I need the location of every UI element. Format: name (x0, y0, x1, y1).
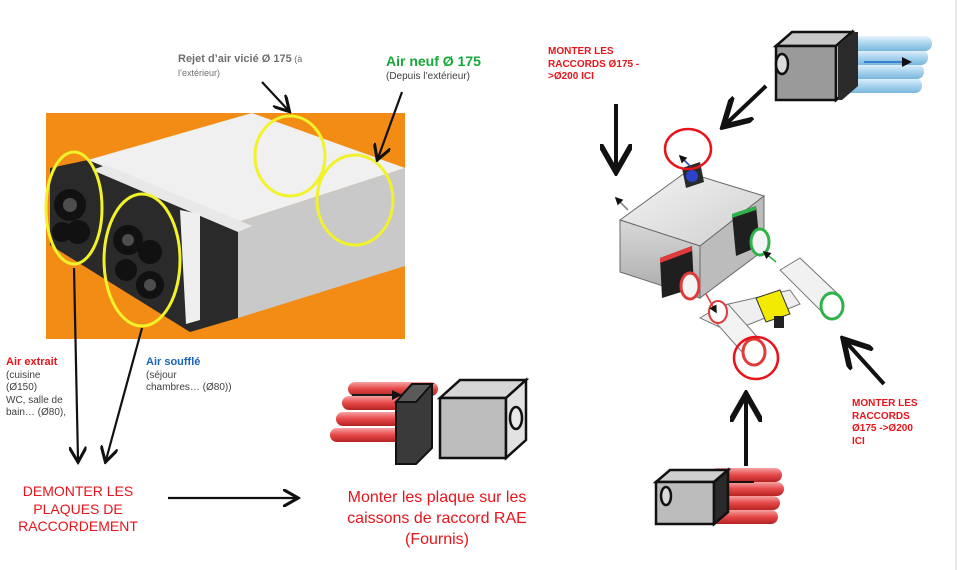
highlight-circle-air-extrait (44, 150, 104, 266)
arrow-monter-right (846, 342, 886, 386)
label-rejet-sub-b: l’extérieur) (178, 67, 221, 78)
arrow-air-souffle (106, 327, 144, 460)
arrows-right (616, 84, 886, 466)
label-monter-right-line-2: Ø175 ->Ø200 (852, 423, 913, 434)
duct-adapter-box-icon (330, 377, 530, 465)
label-rejet-title: Rejet d’air vicié Ø 175 (178, 53, 292, 65)
label-monter-top-line-2: >Ø200 ICI (548, 71, 594, 82)
label-monter-top-line-0: MONTER LES (548, 46, 614, 57)
label-demonter-line-0: DEMONTER LES (22, 483, 134, 499)
label-air-extrait-line-2: WC, salle de (6, 394, 63, 406)
arrow-rejet (261, 81, 288, 110)
ventilation-assembly-3d-icon (614, 154, 845, 367)
highlight-circle-air-souffle (102, 192, 182, 328)
label-monter-plaque: Monter les plaque sur les caissons de ra… (322, 488, 552, 550)
label-demonter-line-1: PLAQUES DE (33, 500, 123, 517)
arrow-air-neuf (378, 91, 404, 158)
duct-adapter-box-blue-icon (772, 29, 932, 103)
highlight-circle-rejet (253, 114, 327, 198)
arrows-left (74, 81, 404, 498)
label-demonter-line-2: RACCORDEMENT (18, 518, 138, 534)
label-air-extrait-line-1: (Ø150) (6, 382, 38, 394)
label-monter-right-line-1: RACCORDS (852, 410, 910, 422)
label-rejet-sub-a: (à (291, 54, 303, 64)
label-demonter: DEMONTER LES PLAQUES DE RACCORDEMENT (8, 483, 148, 536)
label-air-extrait-line-0: (cuisine (6, 369, 41, 381)
label-air-souffle-title: Air soufflé (146, 356, 201, 368)
arrow-air-extrait (74, 267, 78, 460)
highlight-circles-yellow (44, 114, 395, 328)
label-monter-plaque-line-0: Monter les plaque sur les (347, 489, 527, 506)
label-air-extrait: Air extrait (cuisine (Ø150) WC, salle de… (6, 356, 76, 420)
highlight-circles-red (663, 127, 780, 381)
label-monter-right-line-0: MONTER LES (852, 398, 918, 409)
label-air-souffle-line-1: chambres… (Ø80)) (146, 382, 232, 394)
label-monter-top: MONTER LES RACCORDS Ø175 - >Ø200 ICI (548, 46, 658, 84)
label-monter-right-line-3: ICI (852, 435, 865, 447)
label-air-neuf: Air neuf Ø 175 (Depuis l’extérieur) (386, 53, 536, 83)
label-air-neuf-sub: (Depuis l’extérieur) (386, 70, 470, 82)
label-air-souffle-line-0: (séjour (146, 369, 177, 381)
highlight-circle-bottom-raccord (732, 335, 780, 381)
label-monter-right: MONTER LES RACCORDS Ø175 ->Ø200 ICI (852, 398, 942, 448)
label-rejet: Rejet d’air vicié Ø 175 (à l’extérieur) (178, 53, 338, 81)
label-air-neuf-title: Air neuf Ø 175 (386, 53, 481, 69)
label-air-extrait-line-3: bain… (Ø80), (6, 407, 67, 419)
highlight-circle-air-neuf (315, 153, 395, 247)
label-monter-top-line-1: RACCORDS Ø175 - (548, 58, 640, 70)
label-monter-plaque-line-1: caissons de raccord RAE (347, 509, 527, 527)
duct-adapter-box-red-icon (652, 467, 784, 527)
label-air-extrait-title: Air extrait (6, 356, 58, 368)
highlight-circle-top-raccord (663, 127, 713, 171)
label-air-souffle: Air soufflé (séjour chambres… (Ø80)) (146, 356, 266, 395)
label-monter-plaque-line-2: (Fournis) (404, 530, 469, 548)
arrow-from-blue-box (726, 84, 768, 124)
ventilation-unit-photo (46, 113, 405, 339)
